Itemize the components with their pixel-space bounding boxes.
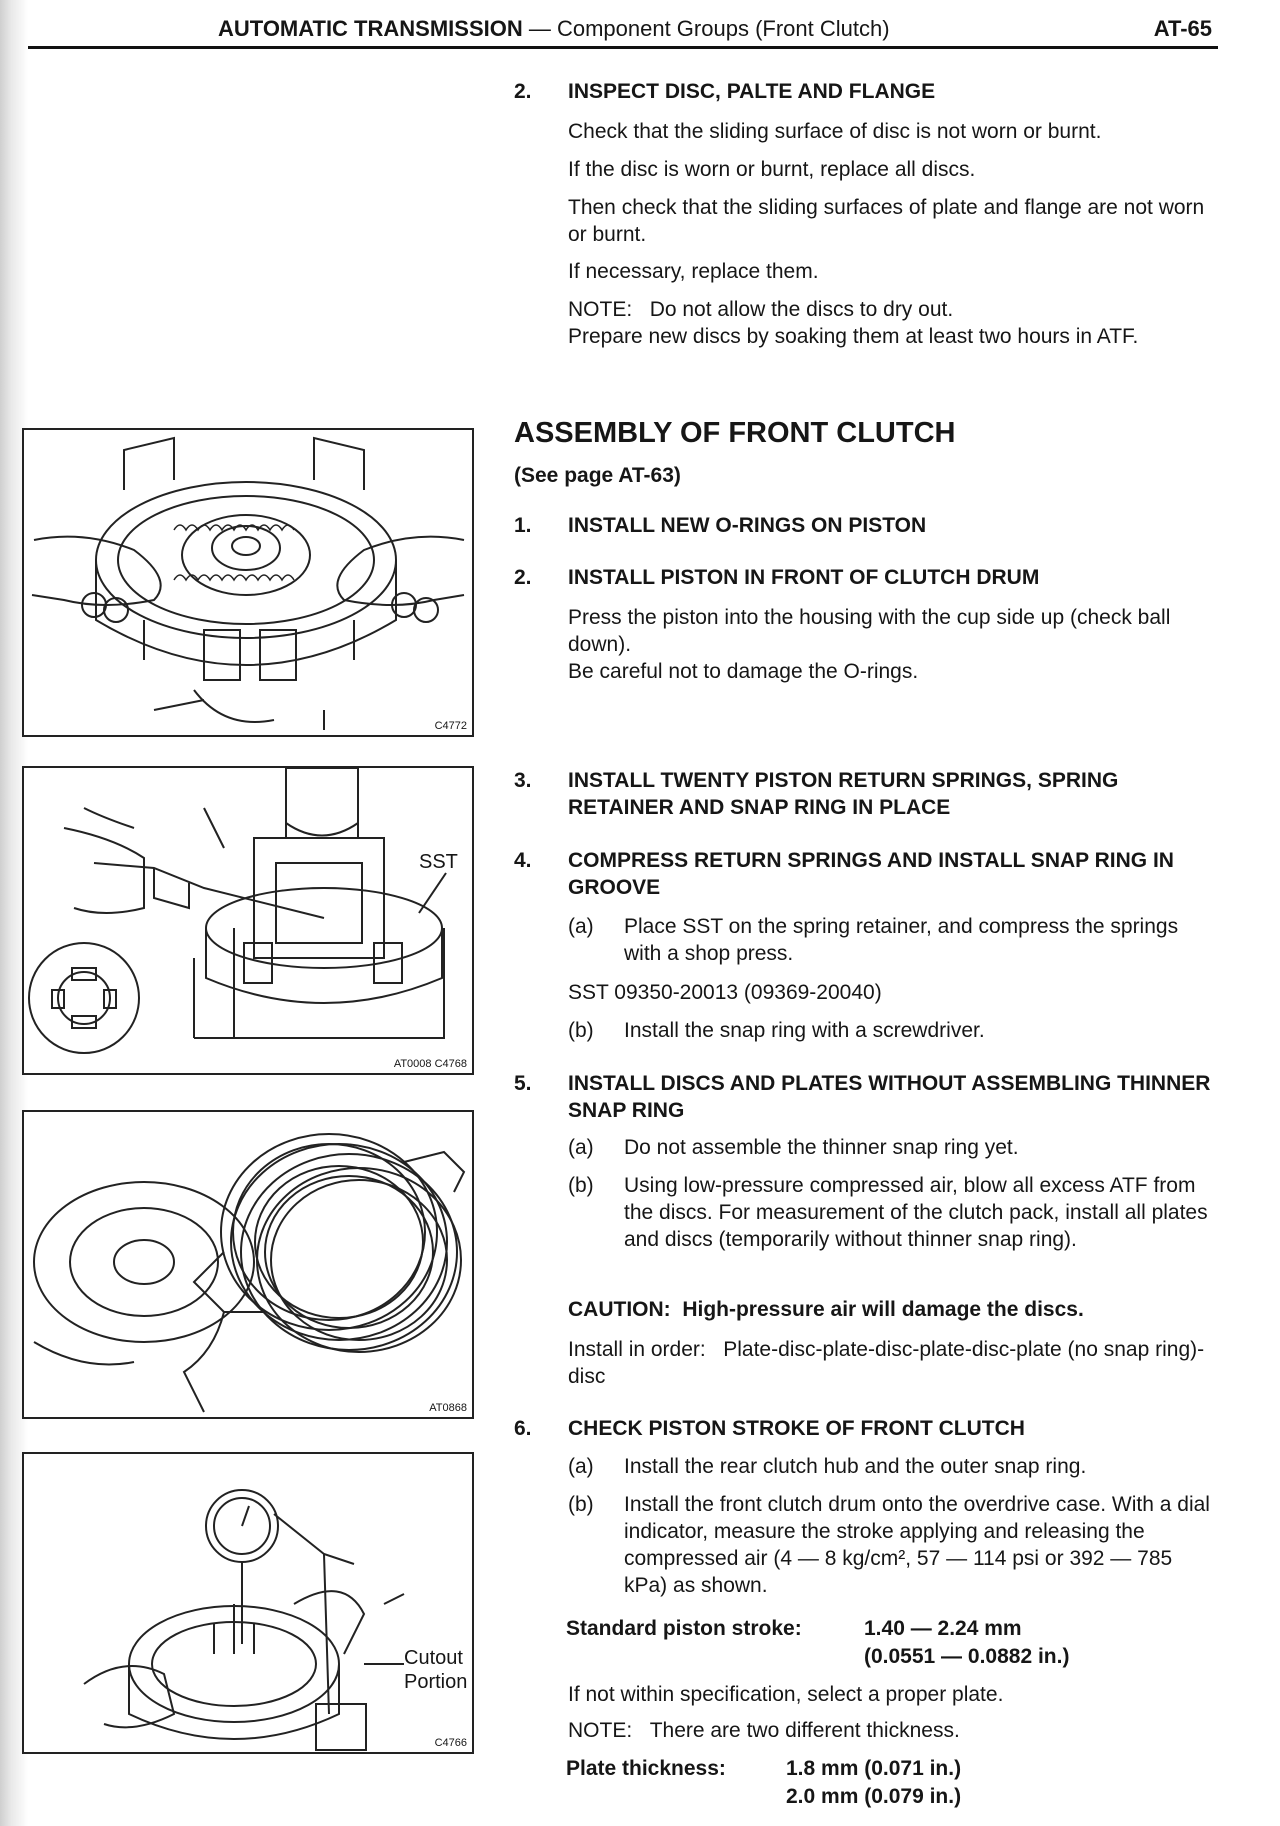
figure-compress-springs: SST AT0008 C4768 xyxy=(22,766,474,1075)
label-portion: Portion xyxy=(404,1671,468,1693)
note-text: Do not allow the discs to dry out. xyxy=(649,298,954,321)
sub-text: Place SST on the spring retainer, and co… xyxy=(624,915,1179,965)
sub-label: (b) xyxy=(568,1019,594,1042)
sub-text: Using low-pressure compressed air, blow … xyxy=(624,1174,1208,1251)
note-label: NOTE: xyxy=(568,298,633,321)
install-order: Install in order: Plate-disc-plate-disc-… xyxy=(568,1336,1218,1390)
step-heading: INSTALL PISTON IN FRONT OF CLUTCH DRUM xyxy=(568,566,1040,589)
plate-value-1: 1.8 mm (0.071 in.) xyxy=(786,1757,962,1780)
install-order-text: Plate-disc-plate-disc-plate-disc-plate (… xyxy=(568,1338,1205,1388)
paragraph: Then check that the sliding surfaces of … xyxy=(568,196,1205,246)
plate-label: Plate thickness: xyxy=(566,1757,726,1780)
note: NOTE: There are two different thickness. xyxy=(568,1717,1218,1744)
paragraph: Press the piston into the housing with t… xyxy=(568,606,1171,656)
note-text: There are two different thickness. xyxy=(649,1719,960,1742)
header-title: AUTOMATIC TRANSMISSION — Component Group… xyxy=(218,16,890,42)
step-number: 6. xyxy=(514,1417,532,1440)
note: NOTE: Do not allow the discs to dry out. xyxy=(568,296,1218,323)
figure-install-discs: AT0868 xyxy=(22,1110,474,1419)
stroke-value-mm: 1.40 — 2.24 mm xyxy=(864,1617,1022,1640)
sub-label: (b) xyxy=(568,1174,594,1197)
step-heading: CHECK PISTON STROKE OF FRONT CLUTCH xyxy=(568,1417,1025,1440)
sub-text: Do not assemble the thinner snap ring ye… xyxy=(624,1136,1019,1159)
header-title-bold: AUTOMATIC TRANSMISSION xyxy=(218,16,523,41)
paragraph: Check that the sliding surface of disc i… xyxy=(568,120,1102,143)
step-number: 4. xyxy=(514,849,532,872)
caution-label: CAUTION: xyxy=(568,1298,671,1321)
page-reference: (See page AT-63) xyxy=(514,464,681,487)
figure-piston-stroke: Cutout Portion C4766 xyxy=(22,1452,474,1754)
step-number: 5. xyxy=(514,1072,532,1095)
figure-code: C4772 xyxy=(434,720,467,732)
paragraph: Be careful not to damage the O-rings. xyxy=(568,660,919,683)
figure-code: AT0008 C4768 xyxy=(393,1058,467,1070)
step-number: 2. xyxy=(514,566,532,589)
sub-label: (b) xyxy=(568,1493,594,1516)
paragraph: If the disc is worn or burnt, replace al… xyxy=(568,158,976,181)
page-number: AT-65 xyxy=(1153,16,1212,41)
label-cutout: Cutout xyxy=(404,1647,463,1669)
caution-text: High-pressure air will damage the discs. xyxy=(682,1298,1084,1321)
sub-label: (a) xyxy=(568,1136,594,1159)
illustration-dial-indicator xyxy=(83,1489,405,1751)
caution: CAUTION: High-pressure air will damage t… xyxy=(568,1296,1218,1323)
note-label: NOTE: xyxy=(568,1719,633,1742)
page-header: AUTOMATIC TRANSMISSION — Component Group… xyxy=(28,10,1218,49)
step-number: 3. xyxy=(514,769,532,792)
paragraph: If not within specification, select a pr… xyxy=(568,1683,1004,1706)
illustration-piston-drum xyxy=(31,436,465,730)
step-heading: INSTALL DISCS AND PLATES WITHOUT ASSEMBL… xyxy=(568,1072,1211,1122)
install-order-label: Install in order: xyxy=(568,1338,706,1361)
figure-code: C4766 xyxy=(434,1737,467,1749)
illustration-sst-press xyxy=(28,768,447,1054)
plate-value-2: 2.0 mm (0.079 in.) xyxy=(786,1785,962,1808)
step-number: 1. xyxy=(514,514,532,537)
stroke-label: Standard piston stroke: xyxy=(566,1617,802,1640)
paragraph: If necessary, replace them. xyxy=(568,260,819,283)
figure-code: AT0868 xyxy=(429,1402,467,1414)
figure-install-piston: C4772 xyxy=(22,428,474,737)
step-heading: COMPRESS RETURN SPRINGS AND INSTALL SNAP… xyxy=(568,849,1174,899)
stroke-value-in: (0.0551 — 0.0882 in.) xyxy=(864,1645,1070,1668)
step-heading: INSTALL TWENTY PISTON RETURN SPRINGS, SP… xyxy=(568,769,1119,819)
sub-text: Install the rear clutch hub and the oute… xyxy=(624,1455,1087,1478)
step-heading: INSTALL NEW O-RINGS ON PISTON xyxy=(568,514,927,537)
sub-text: Install the front clutch drum onto the o… xyxy=(624,1493,1210,1597)
label-sst: SST xyxy=(419,851,458,873)
note-continued: Prepare new discs by soaking them at lea… xyxy=(568,325,1139,348)
sub-text: Install the snap ring with a screwdriver… xyxy=(624,1019,985,1042)
step-number: 2. xyxy=(514,80,532,103)
sst-number: SST 09350-20013 (09369-20040) xyxy=(568,981,882,1004)
sub-label: (a) xyxy=(568,915,594,938)
sub-label: (a) xyxy=(568,1455,594,1478)
illustration-discs-plates xyxy=(33,1133,466,1413)
step-heading: INSPECT DISC, PALTE AND FLANGE xyxy=(568,80,936,103)
section-title: ASSEMBLY OF FRONT CLUTCH xyxy=(514,417,956,449)
header-title-rest: — Component Groups (Front Clutch) xyxy=(522,16,890,41)
